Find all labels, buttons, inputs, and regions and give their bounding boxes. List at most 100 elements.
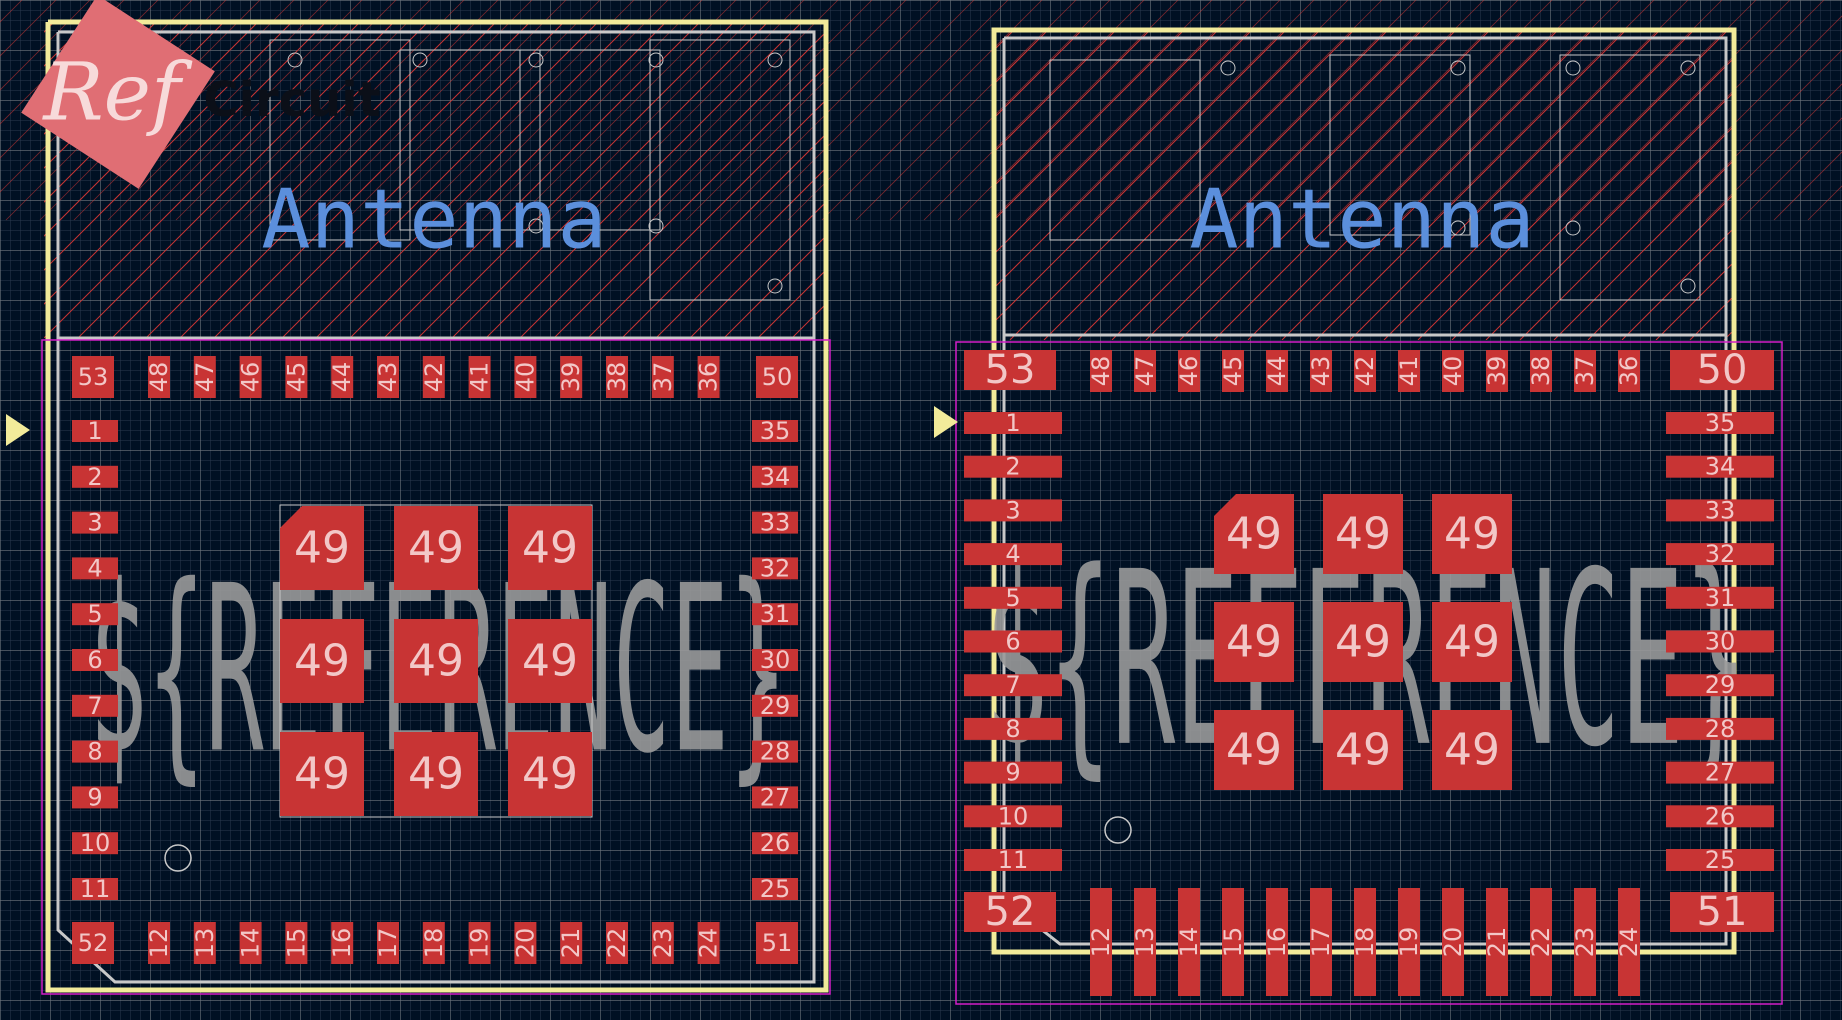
pad-center-0[interactable] [1214, 494, 1294, 574]
pad-left-6[interactable] [964, 630, 1062, 653]
pad-top-37[interactable] [651, 356, 674, 398]
pad-top-40[interactable] [514, 356, 537, 398]
pad-bottom-21[interactable] [560, 922, 583, 964]
pad-bottom-19[interactable] [468, 922, 491, 964]
pad-center-5[interactable] [508, 619, 592, 703]
pad-bottom-14[interactable] [1178, 888, 1200, 996]
pad-left-4[interactable] [72, 557, 118, 580]
pad-bottom-15[interactable] [1222, 888, 1244, 996]
pad-right-34[interactable] [1666, 455, 1774, 478]
pad-center-7[interactable] [1323, 710, 1403, 790]
pad-center-1[interactable] [1323, 494, 1403, 574]
pad-left-5[interactable] [72, 603, 118, 626]
pad-top-41[interactable] [1398, 350, 1420, 392]
pad-right-26[interactable] [1666, 805, 1774, 828]
pad-center-0[interactable] [280, 506, 364, 590]
pad-left-8[interactable] [964, 717, 1062, 740]
pad-right-35[interactable] [1666, 412, 1774, 434]
pad-top-47[interactable] [1134, 350, 1156, 392]
pad-center-1[interactable] [394, 506, 478, 590]
pad-bottom-20[interactable] [514, 922, 537, 964]
pad-left-2[interactable] [72, 465, 118, 488]
pad-top-42[interactable] [1354, 350, 1376, 392]
pad-top-45[interactable] [285, 356, 308, 398]
pad-corner-50[interactable] [1670, 350, 1774, 390]
pad-top-43[interactable] [377, 356, 399, 398]
pad-right-33[interactable] [752, 511, 798, 534]
pad-top-50[interactable] [756, 356, 798, 398]
pad-right-25[interactable] [752, 878, 798, 900]
pad-bottom-22[interactable] [1530, 888, 1552, 996]
pad-top-38[interactable] [1530, 350, 1552, 392]
pad-corner-52[interactable] [964, 892, 1056, 932]
pad-center-2[interactable] [1432, 494, 1512, 574]
pad-left-8[interactable] [72, 740, 118, 763]
pad-left-9[interactable] [72, 786, 118, 809]
pad-center-4[interactable] [394, 619, 478, 703]
pad-top-37[interactable] [1574, 350, 1596, 392]
pad-right-31[interactable] [752, 603, 798, 626]
pad-center-8[interactable] [508, 732, 592, 816]
pad-bottom-51[interactable] [756, 922, 798, 964]
pad-top-40[interactable] [1442, 350, 1464, 392]
pad-left-1[interactable] [72, 420, 118, 442]
pad-left-11[interactable] [964, 849, 1062, 871]
pad-left-3[interactable] [72, 511, 118, 534]
pad-bottom-21[interactable] [1486, 888, 1508, 996]
pad-left-7[interactable] [72, 694, 118, 717]
pad-right-29[interactable] [752, 694, 798, 717]
pad-bottom-12[interactable] [1090, 888, 1112, 996]
pad-top-43[interactable] [1310, 350, 1332, 392]
pad-left-10[interactable] [72, 832, 118, 855]
pad-top-48[interactable] [1090, 350, 1112, 392]
pad-right-28[interactable] [752, 740, 798, 763]
pad-top-48[interactable] [148, 356, 170, 398]
pad-corner-53[interactable] [964, 350, 1056, 390]
pad-right-28[interactable] [1666, 717, 1774, 740]
pad-right-31[interactable] [1666, 586, 1774, 609]
pad-top-41[interactable] [468, 356, 491, 398]
pad-top-53[interactable] [72, 356, 114, 398]
pad-right-25[interactable] [1666, 849, 1774, 871]
pad-right-32[interactable] [752, 557, 798, 580]
pad-top-45[interactable] [1222, 350, 1244, 392]
pad-center-4[interactable] [1323, 602, 1403, 682]
left-footprint[interactable]: RefCircuitAntenna${REFERENCE}53484746454… [6, 0, 831, 995]
pad-left-9[interactable] [964, 761, 1062, 784]
pad-left-11[interactable] [72, 878, 118, 900]
pad-bottom-23[interactable] [651, 922, 674, 964]
pad-right-30[interactable] [752, 649, 798, 671]
pad-top-39[interactable] [560, 356, 583, 398]
pad-right-26[interactable] [752, 832, 798, 855]
pad-corner-51[interactable] [1670, 892, 1774, 932]
pad-bottom-12[interactable] [148, 922, 170, 964]
pad-bottom-14[interactable] [239, 922, 262, 964]
pad-right-27[interactable] [752, 786, 798, 809]
pad-left-1[interactable] [964, 412, 1062, 434]
pad-top-44[interactable] [331, 356, 354, 398]
pad-top-46[interactable] [239, 356, 262, 398]
pad-bottom-18[interactable] [422, 922, 445, 964]
pad-bottom-24[interactable] [697, 922, 720, 964]
pad-bottom-13[interactable] [193, 922, 216, 964]
pad-bottom-52[interactable] [72, 922, 114, 964]
pad-left-5[interactable] [964, 586, 1062, 609]
pad-right-34[interactable] [752, 465, 798, 488]
pad-top-38[interactable] [606, 356, 628, 398]
pad-bottom-15[interactable] [285, 922, 308, 964]
pad-right-27[interactable] [1666, 761, 1774, 784]
pad-bottom-19[interactable] [1398, 888, 1420, 996]
pad-left-7[interactable] [964, 674, 1062, 697]
pad-center-8[interactable] [1432, 710, 1512, 790]
pad-bottom-20[interactable] [1442, 888, 1464, 996]
pad-right-33[interactable] [1666, 499, 1774, 522]
pad-center-6[interactable] [1214, 710, 1294, 790]
pad-top-47[interactable] [193, 356, 216, 398]
pad-center-7[interactable] [394, 732, 478, 816]
pad-bottom-24[interactable] [1618, 888, 1640, 996]
pad-top-36[interactable] [697, 356, 720, 398]
pad-bottom-16[interactable] [331, 922, 354, 964]
pad-bottom-13[interactable] [1134, 888, 1156, 996]
pad-left-10[interactable] [964, 805, 1062, 828]
